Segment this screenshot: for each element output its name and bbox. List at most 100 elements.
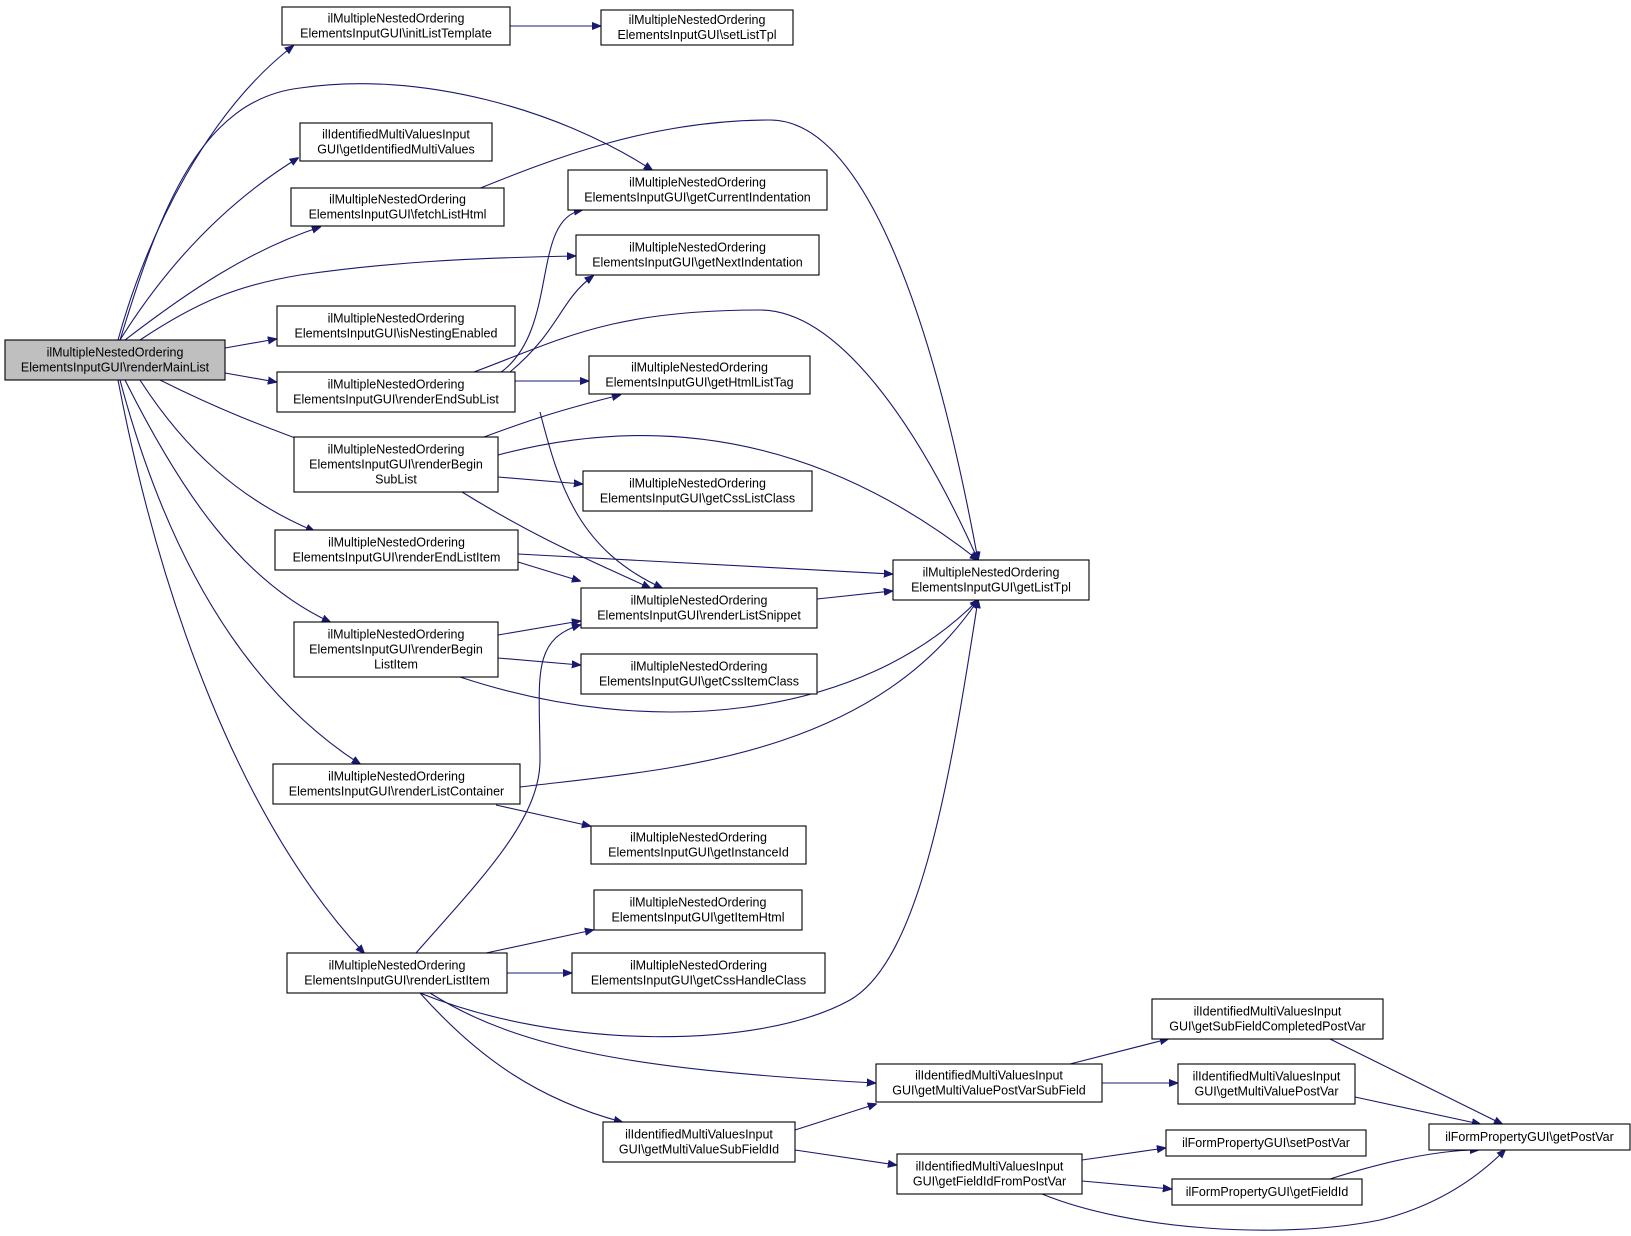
node-label-line: ilMultipleNestedOrdering <box>629 13 766 27</box>
node-box <box>276 305 516 347</box>
node-fetchListHtml[interactable]: ilMultipleNestedOrderingElementsInputGUI… <box>290 187 505 227</box>
node-renderListItem[interactable]: ilMultipleNestedOrderingElementsInputGUI… <box>286 952 508 994</box>
node-label-line: ilMultipleNestedOrdering <box>631 361 768 375</box>
node-label-line: ElementsInputGUI\renderListSnippet <box>597 609 801 623</box>
node-box <box>290 187 505 227</box>
node-getCssHandleClass[interactable]: ilMultipleNestedOrderingElementsInputGUI… <box>571 952 826 994</box>
node-setPostVar[interactable]: ilFormPropertyGUI\setPostVar <box>1165 1129 1367 1157</box>
node-box <box>286 952 508 994</box>
node-label-line: ilMultipleNestedOrdering <box>328 312 465 326</box>
node-getPostVar[interactable]: ilFormPropertyGUI\getPostVar <box>1428 1123 1631 1151</box>
node-getFieldIdFromPostVar[interactable]: ilIdentifiedMultiValuesInputGUI\getField… <box>896 1153 1083 1195</box>
node-getNextIndentation[interactable]: ilMultipleNestedOrderingElementsInputGUI… <box>575 234 820 276</box>
node-box <box>600 9 794 46</box>
node-label-line: ilMultipleNestedOrdering <box>329 193 466 207</box>
node-box <box>896 1153 1083 1195</box>
node-label-line: SubList <box>375 473 417 487</box>
edge-renderMainList-to-getIdentifiedMultiValues <box>119 158 298 341</box>
node-initListTemplate[interactable]: ilMultipleNestedOrderingElementsInputGUI… <box>281 6 511 46</box>
node-box <box>875 1063 1103 1103</box>
node-label-line: ilIdentifiedMultiValuesInput <box>915 1069 1063 1083</box>
node-label-line: ElementsInputGUI\renderMainList <box>21 361 210 375</box>
node-getFieldId[interactable]: ilFormPropertyGUI\getFieldId <box>1171 1178 1363 1206</box>
node-renderMainList: ilMultipleNestedOrderingElementsInputGUI… <box>4 339 226 381</box>
edge-renderEndSubList-to-getNextIndentation <box>509 276 593 373</box>
node-label-line: ElementsInputGUI\renderEndListItem <box>293 551 501 565</box>
node-label-line: ilMultipleNestedOrdering <box>47 346 184 360</box>
node-getMultiValuePostVarSubField[interactable]: ilIdentifiedMultiValuesInputGUI\getMulti… <box>875 1063 1103 1103</box>
node-label-line: ElementsInputGUI\renderBegin <box>309 458 483 472</box>
node-label-line: ElementsInputGUI\setListTpl <box>617 28 776 42</box>
node-box <box>567 169 828 211</box>
node-label-line: ilMultipleNestedOrdering <box>328 536 465 550</box>
node-label-line: ElementsInputGUI\getItemHtml <box>612 911 785 925</box>
node-getInstanceId[interactable]: ilMultipleNestedOrderingElementsInputGUI… <box>590 825 807 865</box>
node-renderEndSubList[interactable]: ilMultipleNestedOrderingElementsInputGUI… <box>276 371 516 413</box>
node-box <box>1428 1123 1631 1151</box>
edge-getMultiValueSubFieldId-to-getFieldIdFromPostVar <box>794 1149 896 1165</box>
node-label-line: ElementsInputGUI\isNestingEnabled <box>295 327 498 341</box>
edge-renderListItem-to-renderListSnippet <box>415 625 580 954</box>
node-label-line: ilFormPropertyGUI\getPostVar <box>1445 1130 1614 1144</box>
node-getCssListClass[interactable]: ilMultipleNestedOrderingElementsInputGUI… <box>582 470 813 512</box>
node-label-line: ilMultipleNestedOrdering <box>629 176 766 190</box>
edge-renderEndSubList-to-renderListSnippet <box>539 411 662 588</box>
edge-renderMainList-to-renderListItem <box>117 379 364 953</box>
node-renderBeginSubList[interactable]: ilMultipleNestedOrderingElementsInputGUI… <box>293 436 499 493</box>
edge-renderMainList-to-renderEndListItem <box>139 379 314 531</box>
node-getSubFieldCompletedPostVar[interactable]: ilIdentifiedMultiValuesInputGUI\getSubFi… <box>1151 998 1384 1040</box>
node-label-line: ListItem <box>374 658 418 672</box>
node-renderBeginListItem[interactable]: ilMultipleNestedOrderingElementsInputGUI… <box>293 621 499 678</box>
node-getCssItemClass[interactable]: ilMultipleNestedOrderingElementsInputGUI… <box>580 653 818 695</box>
node-label-line: ilMultipleNestedOrdering <box>328 378 465 392</box>
node-getListTpl[interactable]: ilMultipleNestedOrderingElementsInputGUI… <box>892 559 1090 601</box>
node-box <box>1177 1063 1356 1105</box>
edge-renderBeginSubList-to-getListTpl <box>497 435 978 560</box>
edge-fetchListHtml-to-getListTpl <box>477 119 978 560</box>
edge-renderListItem-to-getMultiValuePostVarSubField <box>429 992 875 1083</box>
edge-renderEndListItem-to-renderListSnippet <box>517 561 580 581</box>
node-label-line: ilIdentifiedMultiValuesInput <box>1194 1005 1342 1019</box>
node-label-line: ElementsInputGUI\getCssHandleClass <box>591 974 806 988</box>
node-label-line: ilMultipleNestedOrdering <box>629 477 766 491</box>
node-setListTpl[interactable]: ilMultipleNestedOrderingElementsInputGUI… <box>600 9 794 46</box>
node-label-line: ilMultipleNestedOrdering <box>329 959 466 973</box>
node-getIdentifiedMultiValues[interactable]: ilIdentifiedMultiValuesInputGUI\getIdent… <box>299 122 493 162</box>
node-label-line: ElementsInputGUI\getCssItemClass <box>599 675 799 689</box>
node-getMultiValueSubFieldId[interactable]: ilIdentifiedMultiValuesInputGUI\getMulti… <box>602 1121 796 1163</box>
node-renderListContainer[interactable]: ilMultipleNestedOrderingElementsInputGUI… <box>272 763 521 805</box>
node-box <box>1171 1178 1363 1206</box>
edge-renderBeginSubList-to-renderListSnippet <box>461 491 650 588</box>
node-label-line: ElementsInputGUI\fetchListHtml <box>309 208 487 222</box>
edge-renderListSnippet-to-getListTpl <box>816 591 892 600</box>
node-label-line: ElementsInputGUI\getCssListClass <box>600 492 795 506</box>
node-renderListSnippet[interactable]: ilMultipleNestedOrderingElementsInputGUI… <box>580 587 818 629</box>
edge-renderListContainer-to-getListTpl <box>519 600 978 788</box>
node-getItemHtml[interactable]: ilMultipleNestedOrderingElementsInputGUI… <box>593 889 803 931</box>
edge-renderEndSubList-to-getCurrentIndentation <box>499 210 582 374</box>
edge-renderMainList-to-initListTemplate <box>117 46 293 341</box>
node-getCurrentIndentation[interactable]: ilMultipleNestedOrderingElementsInputGUI… <box>567 169 828 211</box>
node-label-line: ElementsInputGUI\renderEndSubList <box>293 393 499 407</box>
node-label-line: ElementsInputGUI\renderBegin <box>309 643 483 657</box>
node-box <box>571 952 826 994</box>
edge-getSubFieldCompletedPostVar-to-getPostVar <box>1329 1038 1502 1124</box>
node-label-line: GUI\getSubFieldCompletedPostVar <box>1169 1020 1365 1034</box>
edge-renderListItem-to-getMultiValueSubFieldId <box>419 992 622 1122</box>
node-box <box>276 371 516 413</box>
node-box <box>602 1121 796 1163</box>
edge-renderMainList-to-getCurrentIndentation <box>119 83 652 341</box>
node-label-line: ilMultipleNestedOrdering <box>631 594 768 608</box>
node-renderEndListItem[interactable]: ilMultipleNestedOrderingElementsInputGUI… <box>274 529 519 571</box>
node-label-line: GUI\getMultiValueSubFieldId <box>619 1143 779 1157</box>
node-box <box>588 355 811 395</box>
node-label-line: ElementsInputGUI\getListTpl <box>911 581 1071 595</box>
node-getMultiValuePostVar[interactable]: ilIdentifiedMultiValuesInputGUI\getMulti… <box>1177 1063 1356 1105</box>
node-label-line: ilMultipleNestedOrdering <box>630 959 767 973</box>
edge-renderBeginListItem-to-getListTpl <box>459 600 978 713</box>
edge-renderMainList-to-renderEndSubList <box>224 372 276 382</box>
edge-renderBeginSubList-to-getHtmlListTag <box>483 395 620 438</box>
node-isNestingEnabled[interactable]: ilMultipleNestedOrderingElementsInputGUI… <box>276 305 516 347</box>
node-getHtmlListTag[interactable]: ilMultipleNestedOrderingElementsInputGUI… <box>588 355 811 395</box>
